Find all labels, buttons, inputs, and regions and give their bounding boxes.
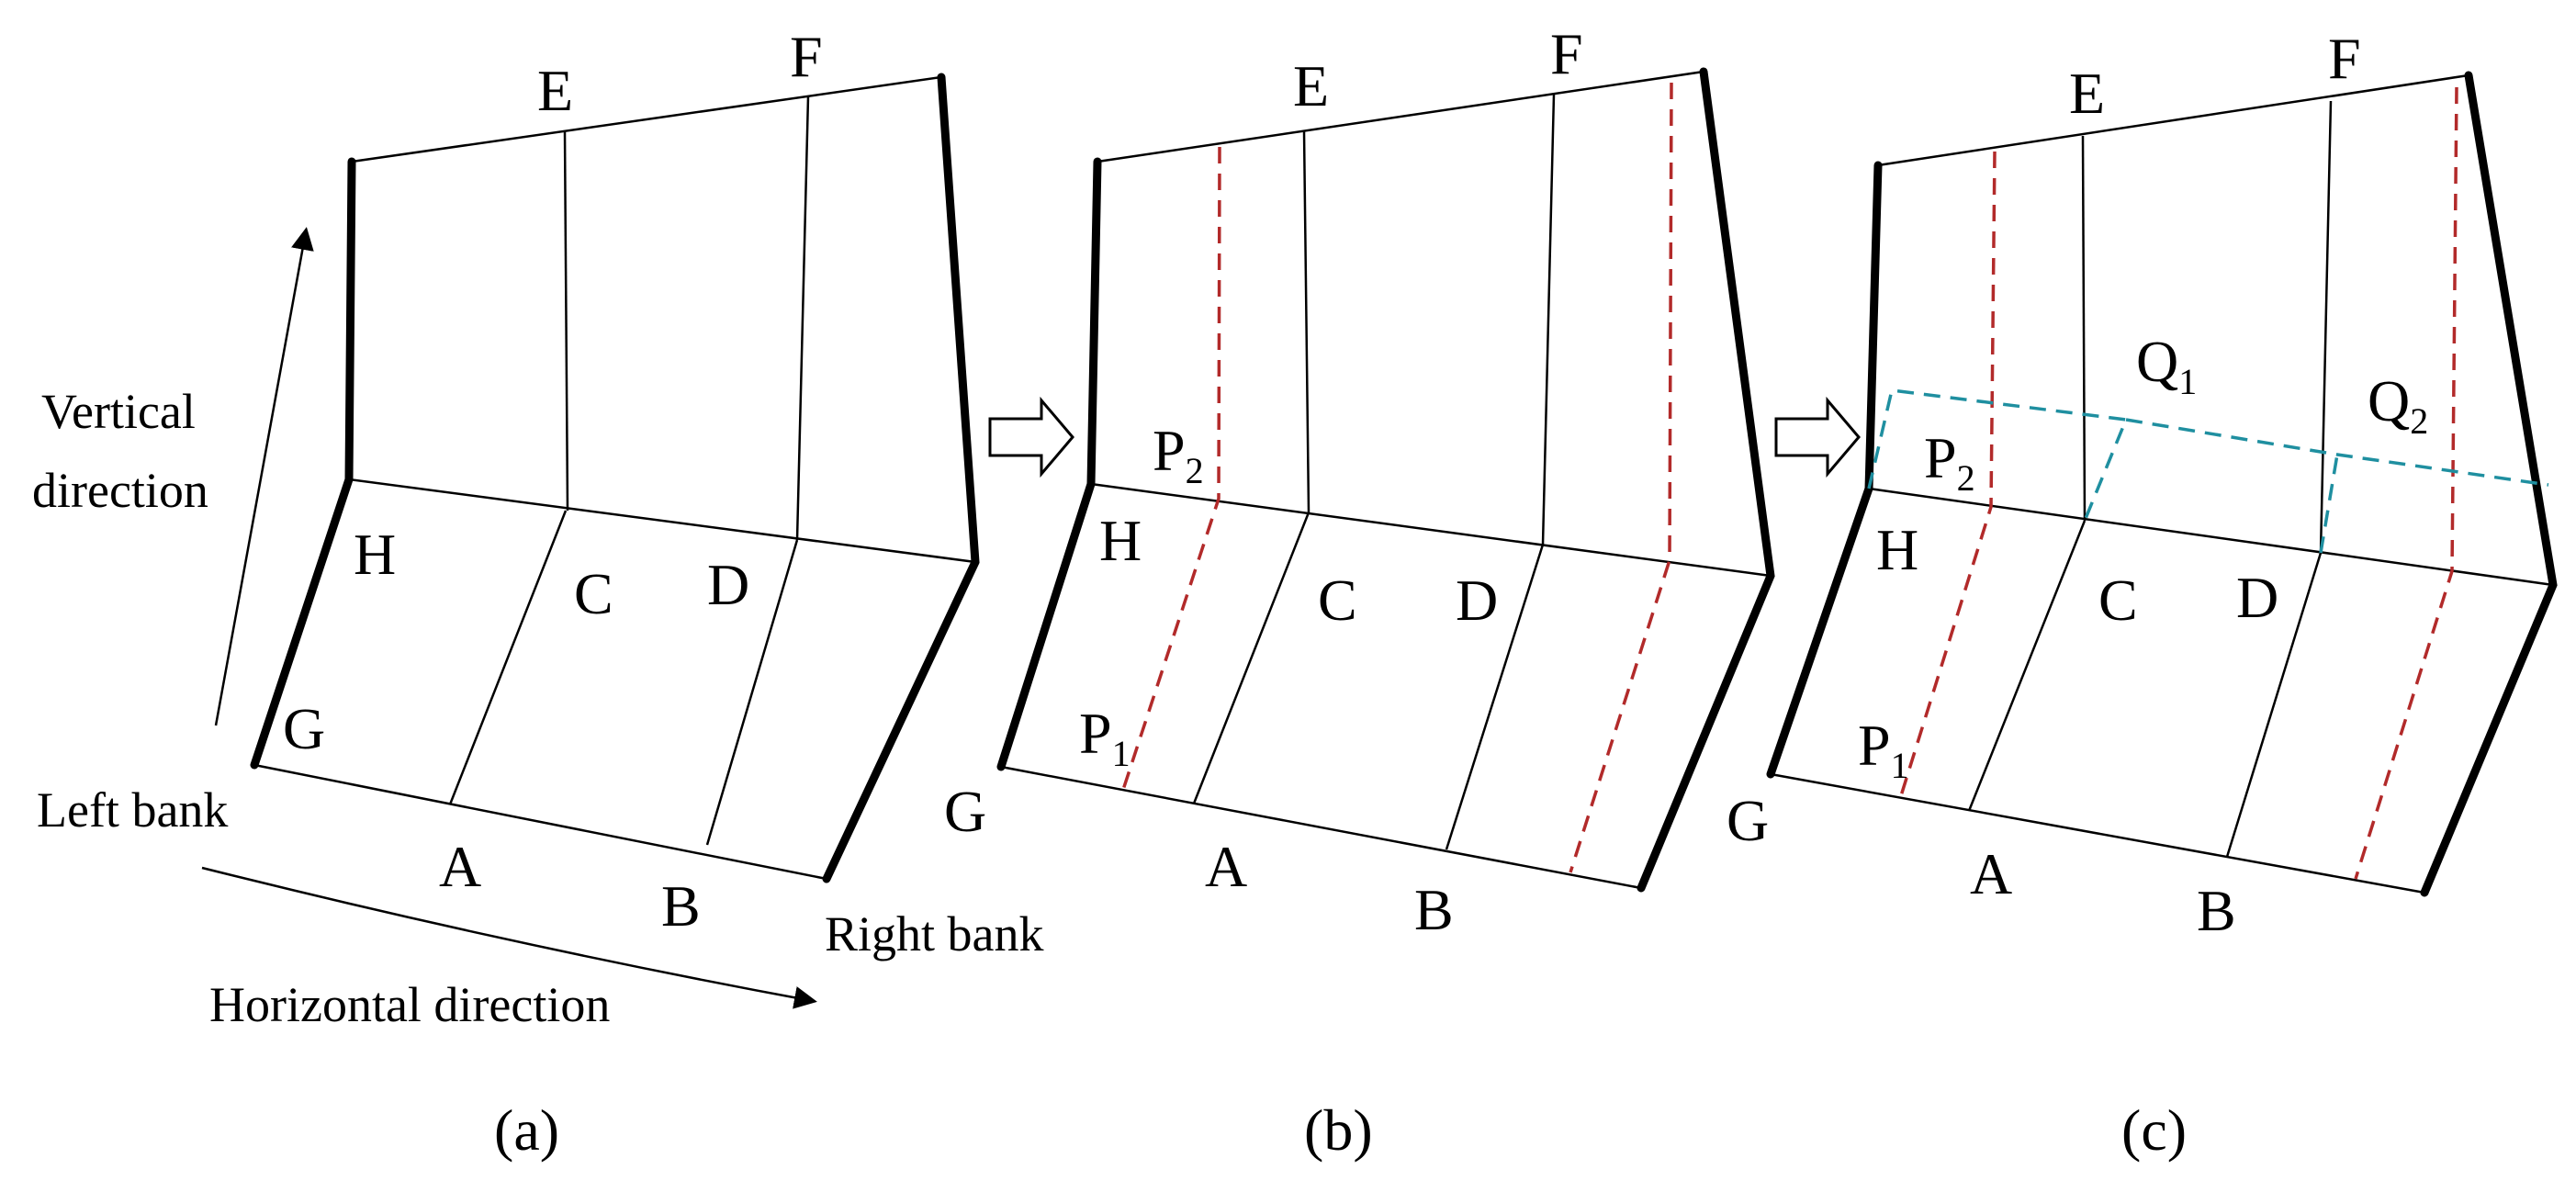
- divider-B-D: [2225, 552, 2323, 858]
- right-bank-line: [1637, 67, 1775, 893]
- divider-A-C: [448, 510, 568, 805]
- divider-E: [563, 130, 569, 512]
- cut-line-right: [2354, 86, 2458, 880]
- middle-edge: [348, 478, 976, 564]
- label-B: B: [2197, 878, 2236, 943]
- horizontal-direction-arrow: [201, 866, 817, 1009]
- panel-b: E F H C D G A B P2 P1 (b): [944, 21, 1775, 1163]
- shifted-section-outline: [1867, 388, 2129, 522]
- label-C: C: [2098, 568, 2138, 633]
- label-F: F: [2328, 26, 2361, 91]
- label-Q2: Q2: [2368, 368, 2428, 442]
- vertical-direction-label-line2: direction: [32, 463, 208, 518]
- label-E: E: [2069, 61, 2105, 126]
- top-edge: [1877, 73, 2469, 167]
- shifted-section-right: [2319, 454, 2339, 554]
- panel-c: E F H C D G A B P2 P1 Q1 Q2 (c): [1727, 26, 2558, 1163]
- label-P1: P1: [1079, 701, 1131, 774]
- panel-a: E F H C D G A B Vertical direction Left …: [32, 24, 1044, 1163]
- divider-F: [795, 96, 810, 541]
- caption-a: (a): [494, 1097, 559, 1163]
- divider-F: [2319, 100, 2333, 554]
- label-F: F: [1550, 21, 1583, 86]
- left-bank-line: [996, 157, 1102, 771]
- label-D: D: [2236, 565, 2278, 630]
- label-E: E: [537, 58, 573, 123]
- label-C: C: [574, 561, 613, 626]
- label-B: B: [1414, 877, 1454, 942]
- label-C: C: [1318, 568, 1357, 633]
- left-bank-label: Left bank: [37, 782, 228, 838]
- label-P2: P2: [1153, 418, 1204, 491]
- right-bank-label: Right bank: [825, 906, 1044, 961]
- transition-arrow-a-b: [988, 396, 1074, 478]
- label-D: D: [1456, 568, 1498, 633]
- front-bottom-edge: [1770, 772, 2425, 894]
- label-A: A: [439, 834, 481, 899]
- label-H: H: [1876, 517, 1918, 582]
- vertical-direction-arrow: [214, 227, 314, 726]
- label-P2: P2: [1924, 425, 1975, 499]
- divider-E: [1302, 130, 1310, 513]
- left-bank-line: [1766, 161, 1883, 779]
- top-edge: [351, 75, 942, 163]
- cut-line-left: [1120, 146, 1221, 793]
- front-bottom-edge: [253, 763, 827, 881]
- right-bank-line: [2420, 71, 2558, 897]
- middle-edge: [1090, 482, 1772, 578]
- horizontal-direction-label: Horizontal direction: [209, 977, 610, 1032]
- middle-edge: [1868, 487, 2554, 587]
- label-B: B: [661, 873, 701, 939]
- caption-b: (b): [1304, 1097, 1373, 1163]
- label-P1: P1: [1858, 713, 1909, 786]
- divider-A-C: [1967, 520, 2087, 812]
- caption-c: (c): [2121, 1097, 2187, 1163]
- label-H: H: [354, 522, 396, 587]
- label-H: H: [1099, 508, 1142, 573]
- label-F: F: [790, 24, 823, 89]
- right-bank-line: [822, 73, 980, 883]
- label-A: A: [1205, 834, 1247, 899]
- cut-line-left: [1897, 151, 1997, 803]
- divider-B-D: [1445, 544, 1545, 850]
- label-Q1: Q1: [2136, 329, 2197, 402]
- divider-E: [2081, 135, 2087, 522]
- label-G: G: [283, 696, 325, 761]
- label-G: G: [1727, 788, 1769, 853]
- label-G: G: [944, 779, 986, 844]
- vertical-direction-label-line1: Vertical: [41, 384, 196, 439]
- label-A: A: [1970, 841, 2012, 906]
- cut-line-right: [1569, 82, 1673, 873]
- divider-F: [1541, 94, 1556, 545]
- top-edge: [1097, 70, 1704, 163]
- left-bank-line: [250, 157, 356, 770]
- divider-B-D: [705, 539, 799, 846]
- divider-A-C: [1192, 512, 1310, 804]
- label-D: D: [707, 552, 749, 617]
- shifted-section-top: [2125, 418, 2549, 487]
- label-E: E: [1293, 53, 1329, 118]
- front-bottom-edge: [1000, 765, 1642, 890]
- transition-arrow-b-c: [1774, 396, 1861, 478]
